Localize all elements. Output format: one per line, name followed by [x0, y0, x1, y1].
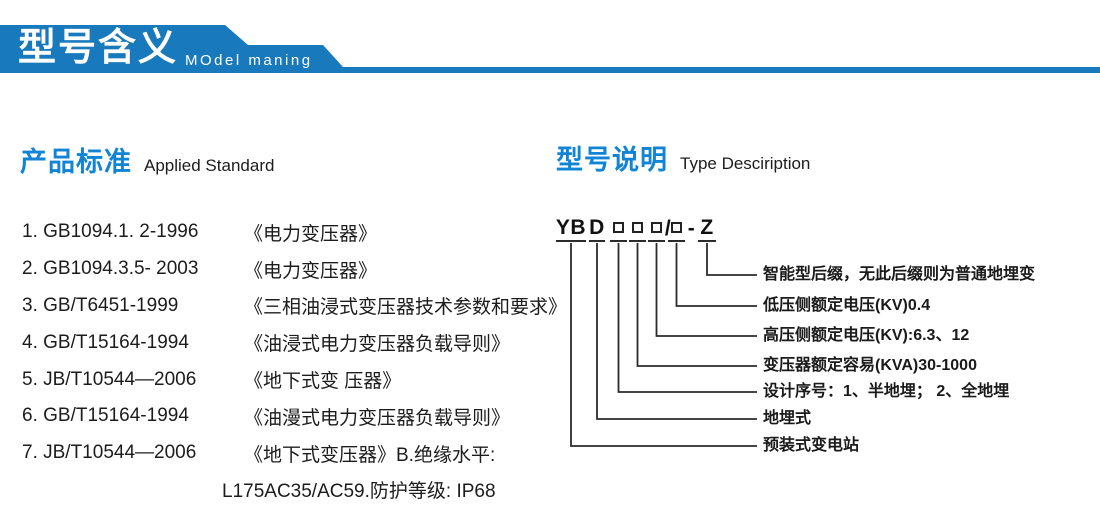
- standard-item: 5. JB/T10544—2006 《地下式变 压器》: [22, 361, 552, 398]
- code-part-yb: YB: [556, 215, 586, 242]
- standard-title: 《地下式变 压器》: [244, 371, 402, 393]
- standard-item: 4. GB/T15164-1994 《油浸式电力变压器负载导则》: [22, 324, 552, 361]
- standard-item: 2. GB1094.3.5- 2003 《电力变压器》: [22, 251, 552, 288]
- standard-item: 3. GB/T6451-1999 《三相油浸式变压器技术参数和要求》: [22, 288, 567, 325]
- standard-code: 6. GB/T15164-1994: [22, 405, 189, 427]
- placeholder-square-icon: [671, 222, 682, 233]
- diagram-label-design-serial: 设计序号：1、半地埋； 2、全地埋: [763, 383, 1010, 400]
- diagram-label-hv-voltage: 高压侧额定电压(KV):6.3、12: [763, 327, 970, 344]
- standards-list: 1. GB1094.1. 2-1996 《电力变压器》 2. GB1094.3.…: [22, 214, 567, 508]
- code-box-4: [668, 215, 685, 242]
- standard-code: 1. GB1094.1. 2-1996: [22, 221, 199, 243]
- standard-title: 《电力变压器》: [244, 260, 378, 282]
- standard-title: 《地下式变压器》B.绝缘水平:: [244, 444, 496, 466]
- diagram-label-buried-type: 地埋式: [763, 410, 812, 427]
- standard-code: 4. GB/T15164-1994: [22, 331, 189, 353]
- diagram-connector-lines: [570, 243, 757, 447]
- code-part-z: Z: [698, 215, 716, 242]
- standards-heading-en: Applied Standard: [144, 156, 275, 175]
- diagram-label-rated-capacity: 变压器额定容易(KVA)30-1000: [763, 357, 977, 374]
- diagram-label-lv-voltage: 低压侧额定电压(KV)0.4: [763, 297, 931, 314]
- banner-title-cn: 型号含义: [18, 27, 179, 69]
- placeholder-square-icon: [632, 222, 643, 233]
- type-heading-en: Type Desciription: [680, 154, 811, 173]
- model-code-diagram: YB D / - Z 智能型后缀，无此后缀则为普通地埋变 低压侧额定电压(KV)…: [550, 205, 1095, 505]
- type-heading-cn: 型号说明: [556, 145, 668, 175]
- placeholder-square-icon: [613, 222, 624, 233]
- standard-code: 3. GB/T6451-1999: [22, 294, 179, 316]
- standard-title: 《油漫式电力变压器负载导则》: [244, 407, 511, 429]
- standard-code: 5. JB/T10544—2006: [22, 368, 197, 390]
- standard-code: 2. GB1094.3.5- 2003: [22, 258, 199, 280]
- standard-item: 6. GB/T15164-1994 《油漫式电力变压器负载导则》: [22, 398, 552, 435]
- diagram-label-smart-suffix: 智能型后缀，无此后缀则为普通地埋变: [763, 266, 1036, 283]
- code-part-d: D: [589, 215, 605, 242]
- standard-item: 7. JB/T10544—2006 《地下式变压器》B.绝缘水平:: [22, 435, 552, 472]
- standards-heading-cn: 产品标准: [20, 147, 132, 177]
- standard-title: 《电力变压器》: [244, 223, 378, 245]
- diagram-label-prefab-substation: 预装式变电站: [763, 437, 860, 454]
- banner-title-en: MOdel maning: [185, 52, 313, 69]
- code-box-1: [610, 215, 627, 242]
- standard-item: 1. GB1094.1. 2-1996 《电力变压器》: [22, 214, 552, 251]
- code-dash: -: [687, 216, 696, 240]
- title-banner: 型号含义 MOdel maning: [0, 25, 1100, 73]
- standard-title: 《三相油浸式变压器技术参数和要求》: [244, 297, 568, 319]
- standard-code: 7. JB/T10544—2006: [22, 442, 197, 464]
- code-box-2: [629, 215, 646, 242]
- code-slash: /: [664, 216, 672, 240]
- standards-section-heading: 产品标准 Applied Standard: [20, 140, 274, 179]
- placeholder-square-icon: [651, 222, 662, 233]
- code-box-3: [648, 215, 665, 242]
- standard-item-continuation: L175AC35/AC59.防护等级: IP68: [222, 481, 496, 503]
- type-description-section-heading: 型号说明 Type Desciription: [556, 138, 810, 177]
- standard-title: 《油浸式电力变压器负载导则》: [244, 334, 511, 356]
